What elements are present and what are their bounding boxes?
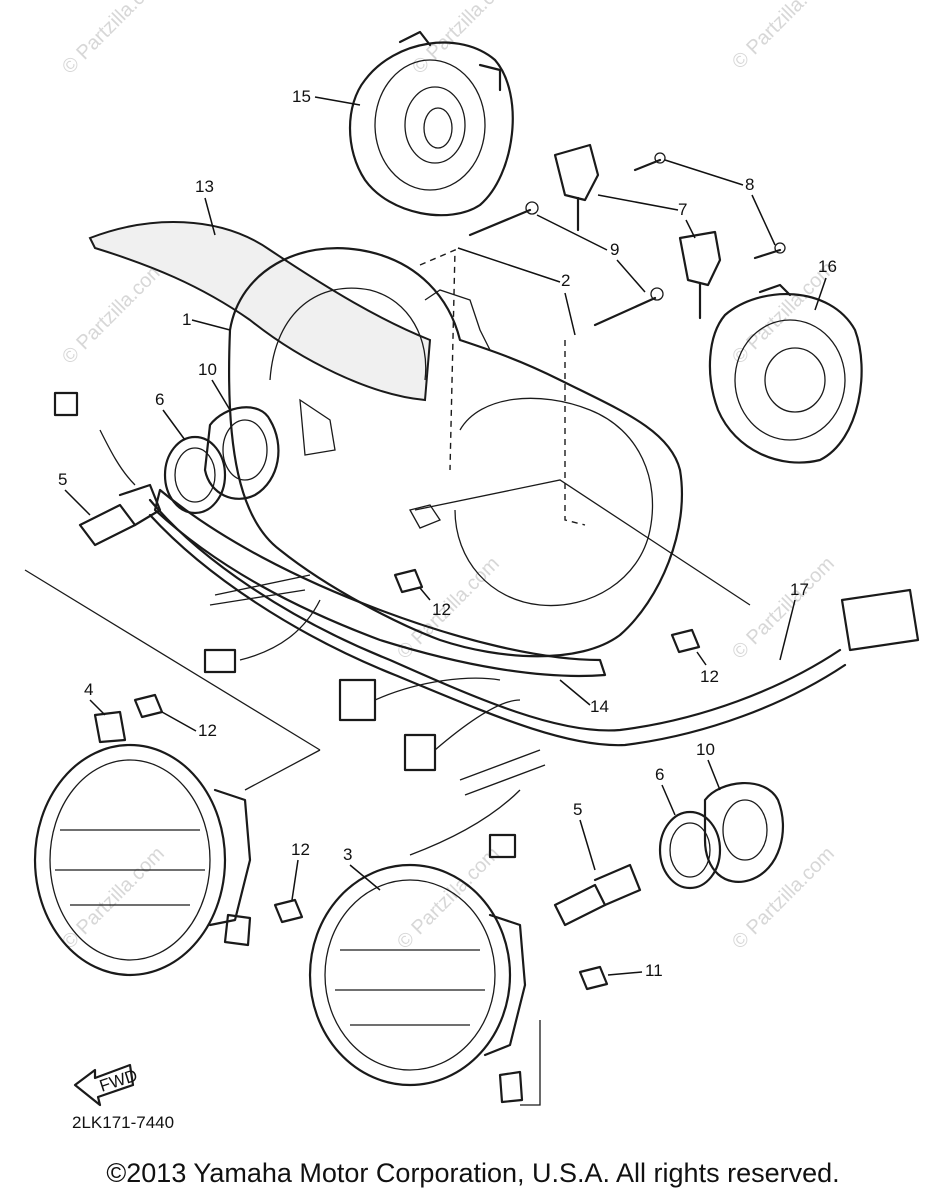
callout-9: 9	[610, 240, 619, 259]
diagram-code: 2LK171-7440	[72, 1113, 174, 1132]
socket-part-10-left	[203, 406, 280, 500]
callout-7: 7	[678, 200, 687, 219]
foam-strip-part-13	[88, 221, 432, 402]
bolt-part-8	[633, 152, 786, 260]
headlight-part-4	[33, 710, 252, 977]
callout-14: 14	[590, 697, 609, 716]
callout-12-a: 12	[432, 600, 451, 619]
callout-layer: 1 2 3 4 5 5 6 6 7 8 9 10 10 11 12 12	[58, 87, 837, 980]
watermark: © Partzilla.com	[728, 843, 839, 954]
callout-13: 13	[195, 177, 214, 196]
callout-2: 2	[561, 271, 570, 290]
bulb-part-5-left	[53, 391, 162, 547]
rear-cover-part-16	[708, 283, 863, 464]
callout-12-b: 12	[700, 667, 719, 686]
wire-harness-part-17	[148, 498, 920, 859]
rear-cover-part-15	[349, 30, 514, 217]
callout-5-right: 5	[573, 800, 582, 819]
headlight-exploded-diagram: © Partzilla.com © Partzilla.com © Partzi…	[24, 0, 920, 1132]
callout-10-right: 10	[696, 740, 715, 759]
callout-11: 11	[645, 961, 663, 980]
callout-12-c: 12	[198, 721, 217, 740]
fwd-label: FWD	[97, 1066, 140, 1096]
callout-15: 15	[292, 87, 311, 106]
watermark: © Partzilla.com	[728, 0, 839, 74]
ring-part-6-right	[658, 810, 722, 890]
bolt-part-9	[468, 201, 664, 327]
fwd-arrow-icon: FWD	[73, 1063, 140, 1107]
watermark: © Partzilla.com	[58, 843, 169, 954]
callout-16: 16	[818, 257, 837, 276]
callout-6-left: 6	[155, 390, 164, 409]
headlight-part-3	[308, 863, 527, 1104]
assembly-guide-lines	[24, 248, 751, 1106]
callout-3: 3	[343, 845, 352, 864]
callout-8: 8	[745, 175, 754, 194]
callout-17: 17	[790, 580, 809, 599]
watermark: © Partzilla.com	[58, 258, 169, 369]
socket-part-10-right	[703, 782, 785, 883]
callout-1: 1	[182, 310, 191, 329]
copyright-notice: ©2013 Yamaha Motor Corporation, U.S.A. A…	[106, 1158, 840, 1188]
ring-part-6-left	[163, 435, 227, 515]
bulb-part-5-right	[553, 863, 642, 927]
callout-12-d: 12	[291, 840, 310, 859]
headlight-housing-part-1	[227, 247, 684, 658]
watermark: © Partzilla.com	[58, 0, 169, 79]
callout-4: 4	[84, 680, 93, 699]
bracket-part-7	[553, 143, 722, 320]
callout-5-left: 5	[58, 470, 67, 489]
callout-6-right: 6	[655, 765, 664, 784]
callout-10-left: 10	[198, 360, 217, 379]
trim-part-14	[153, 488, 607, 678]
